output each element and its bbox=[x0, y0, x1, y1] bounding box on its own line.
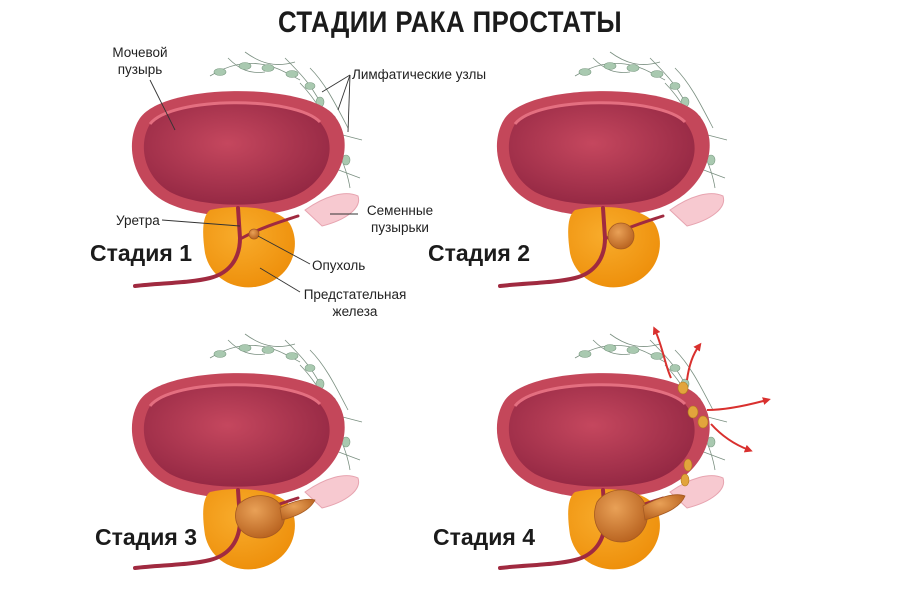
lymph-nodes-label: Лимфатические узлы bbox=[352, 67, 487, 82]
prostate-label: Предстательная железа bbox=[303, 287, 407, 319]
stage-2-illustration bbox=[494, 50, 729, 290]
stage-2-label: Стадия 2 bbox=[428, 240, 531, 266]
seminal-vesicles-label: Семенные пузырьки bbox=[366, 203, 434, 235]
stage-1-label: Стадия 1 bbox=[90, 240, 193, 266]
tumor-medium bbox=[607, 222, 635, 250]
tumor-label: Опухоль bbox=[312, 258, 366, 273]
stage-4-illustration bbox=[494, 326, 771, 572]
page-title: СТАДИИ РАКА ПРОСТАТЫ bbox=[277, 6, 623, 39]
tumor-spread bbox=[594, 489, 648, 543]
bladder-label: Мочевой пузырь bbox=[112, 45, 168, 77]
tumor-small bbox=[248, 228, 260, 240]
stage-4-label: Стадия 4 bbox=[433, 524, 536, 550]
stage-3-label: Стадия 3 bbox=[95, 524, 198, 550]
urethra-label: Уретра bbox=[116, 213, 160, 228]
metastasis-arrows bbox=[652, 326, 771, 453]
tumor-large bbox=[235, 495, 285, 539]
stage-1-illustration bbox=[129, 50, 364, 290]
stage-3-illustration bbox=[129, 332, 364, 572]
